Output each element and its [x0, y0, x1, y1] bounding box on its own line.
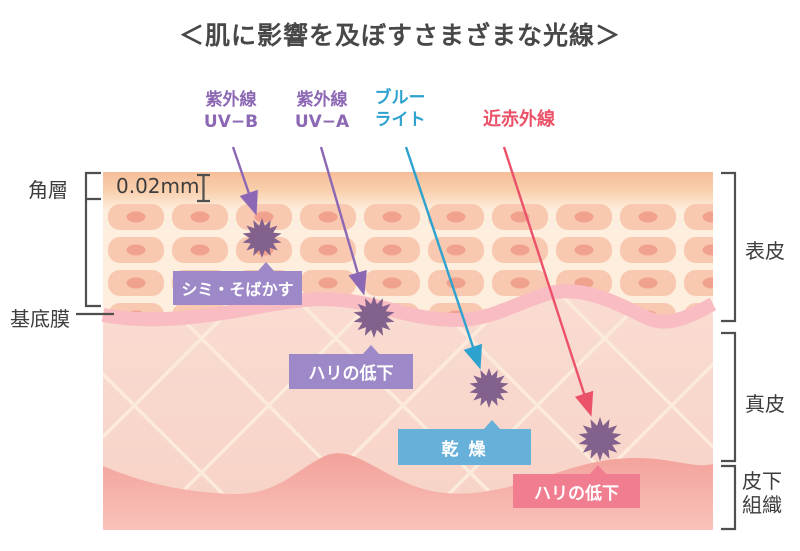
callout-pointer	[362, 345, 380, 355]
dermis-bracket	[721, 331, 737, 463]
blue-light-ray-label: ブルー ライト	[360, 87, 440, 131]
firmness-loss-nir-label: ハリの低下	[534, 483, 619, 504]
blue-light-ray-label-line2: ライト	[374, 110, 426, 131]
corneum-thickness-value: 0.02mm	[116, 174, 200, 198]
epidermis-bracket	[721, 171, 737, 323]
subcutis-label: 皮下 組織	[742, 469, 782, 518]
uvb-ray-label: 紫外線 UV−B	[188, 89, 274, 133]
blue-light-impact-starburst	[469, 368, 509, 408]
near-infrared-ray-label: 近赤外線	[458, 108, 580, 131]
uvb-ray-label-line2: UV−B	[203, 112, 259, 133]
stratum-corneum-label: 角層	[28, 178, 68, 202]
uva-ray-arrow	[319, 146, 367, 296]
basement-membrane-band	[101, 284, 717, 329]
callout-pointer	[257, 262, 275, 272]
page-title: ＜肌に影響を及ぼすさまざまな光線＞	[178, 21, 621, 50]
uva-ray-label: 紫外線 UV−A	[279, 89, 365, 133]
firmness-loss-uva-callout: ハリの低下	[289, 345, 413, 389]
epidermis-label: 表皮	[745, 239, 785, 263]
firmness-loss-uva-label: ハリの低下	[308, 364, 394, 384]
basement-membrane-label: 基底膜	[10, 307, 70, 331]
spots-freckles-label: シミ・そばかす	[181, 280, 294, 299]
subcutis-label-line2: 組織	[742, 493, 782, 518]
near-infrared-ray-label-text: 近赤外線	[483, 109, 555, 130]
blue-light-ray-arrow	[404, 146, 483, 370]
blue-light-ray-label-line1: ブルー	[374, 88, 426, 108]
callout-pointer	[483, 420, 501, 430]
subcutaneous-layer	[103, 453, 713, 530]
subcutis-bracket	[721, 464, 737, 531]
dryness-label: 乾 燥	[441, 439, 488, 460]
uvb-ray-label-line1: 紫外線	[205, 90, 257, 110]
spots-freckles-callout: シミ・そばかす	[173, 262, 302, 305]
uvb-ray-arrow	[231, 146, 258, 216]
left-epidermis-bracket	[84, 171, 101, 308]
uvb-impact-starburst	[242, 218, 282, 258]
firmness-loss-nir-callout: ハリの低下	[513, 465, 640, 508]
dryness-callout: 乾 燥	[398, 420, 531, 465]
uva-ray-label-line1: 紫外線	[296, 90, 348, 110]
subcutis-label-line1: 皮下	[742, 469, 782, 493]
callout-pointer	[589, 465, 607, 475]
dermis-label: 真皮	[745, 392, 785, 416]
uva-ray-label-line2: UV−A	[294, 112, 350, 133]
uva-impact-starburst	[353, 296, 395, 338]
near-infrared-ray-arrow	[502, 146, 594, 417]
corneum-thickness-ibeam	[197, 173, 210, 203]
near-infrared-impact-starburst	[578, 417, 622, 461]
